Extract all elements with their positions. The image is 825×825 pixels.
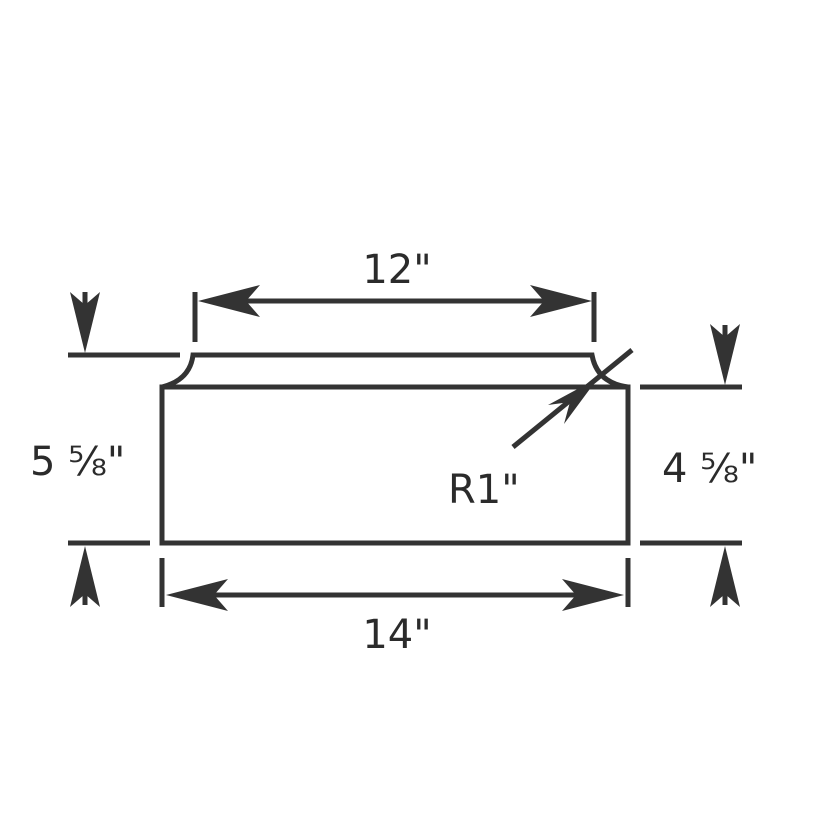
right-height-label: 4 ⅝" [662, 446, 757, 492]
left-height-arrow-top [70, 292, 100, 353]
block-outline [159, 384, 631, 546]
top-width-arrow-left [198, 285, 260, 317]
right-height-dimension: 4 ⅝" [640, 324, 757, 607]
top-width-dimension: 12" [192, 247, 597, 342]
right-height-arrow-bottom [710, 546, 740, 607]
bottom-width-dimension: 14" [159, 558, 631, 658]
radius-label: R1" [448, 467, 520, 513]
block-body [159, 352, 631, 546]
left-height-arrow-bottom [70, 546, 100, 607]
bottom-width-arrow-right [562, 579, 624, 611]
top-width-label: 12" [362, 247, 431, 293]
bottom-width-label: 14" [362, 612, 431, 658]
radius-callout: R1" [448, 348, 634, 513]
top-cap-profile [161, 352, 629, 390]
right-height-arrow-top [710, 324, 740, 385]
left-height-label: 5 ⅝" [30, 439, 125, 485]
top-width-arrow-right [530, 285, 592, 317]
left-height-dimension: 5 ⅝" [30, 292, 180, 607]
radius-arrow [548, 378, 598, 424]
bottom-width-arrow-left [166, 579, 228, 611]
